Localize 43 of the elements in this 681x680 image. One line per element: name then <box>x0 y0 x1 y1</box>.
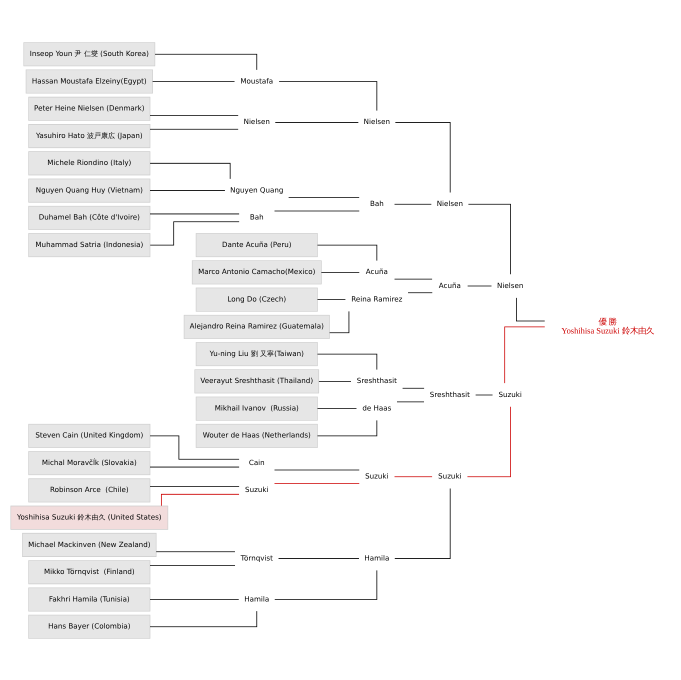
connector <box>150 435 240 460</box>
connector <box>396 400 424 402</box>
connector <box>156 550 236 552</box>
connector <box>154 53 258 70</box>
connector <box>318 380 352 382</box>
connector <box>317 419 378 436</box>
connector <box>394 488 451 558</box>
connector <box>408 292 433 293</box>
connector <box>317 244 378 261</box>
connector <box>160 493 240 506</box>
connector <box>274 570 378 600</box>
connector <box>278 80 378 110</box>
connector <box>150 220 240 245</box>
connector <box>504 326 546 384</box>
connector <box>394 122 451 192</box>
connector <box>467 406 511 477</box>
connector <box>321 271 360 272</box>
connector <box>402 387 424 388</box>
connector <box>150 610 258 627</box>
connector <box>150 128 239 130</box>
connector <box>150 213 240 214</box>
connector <box>467 285 492 286</box>
connector <box>150 598 240 600</box>
connector <box>468 203 511 274</box>
connector <box>317 353 378 370</box>
connector <box>317 408 357 409</box>
connector <box>394 278 432 280</box>
connector <box>274 482 360 484</box>
connector <box>150 162 231 179</box>
node-text: 優 勝 Yoshihisa Suzuki 鈴木由久 <box>561 316 654 336</box>
connector <box>288 196 360 198</box>
connector <box>394 476 432 477</box>
connector <box>150 564 236 566</box>
connector <box>475 394 493 395</box>
connector <box>329 310 350 333</box>
connector <box>317 298 346 300</box>
connector <box>394 203 432 204</box>
connector <box>152 80 235 82</box>
connector <box>274 469 360 470</box>
connector <box>274 210 360 211</box>
connector <box>150 466 240 467</box>
connector <box>516 296 546 321</box>
connector <box>150 114 239 116</box>
